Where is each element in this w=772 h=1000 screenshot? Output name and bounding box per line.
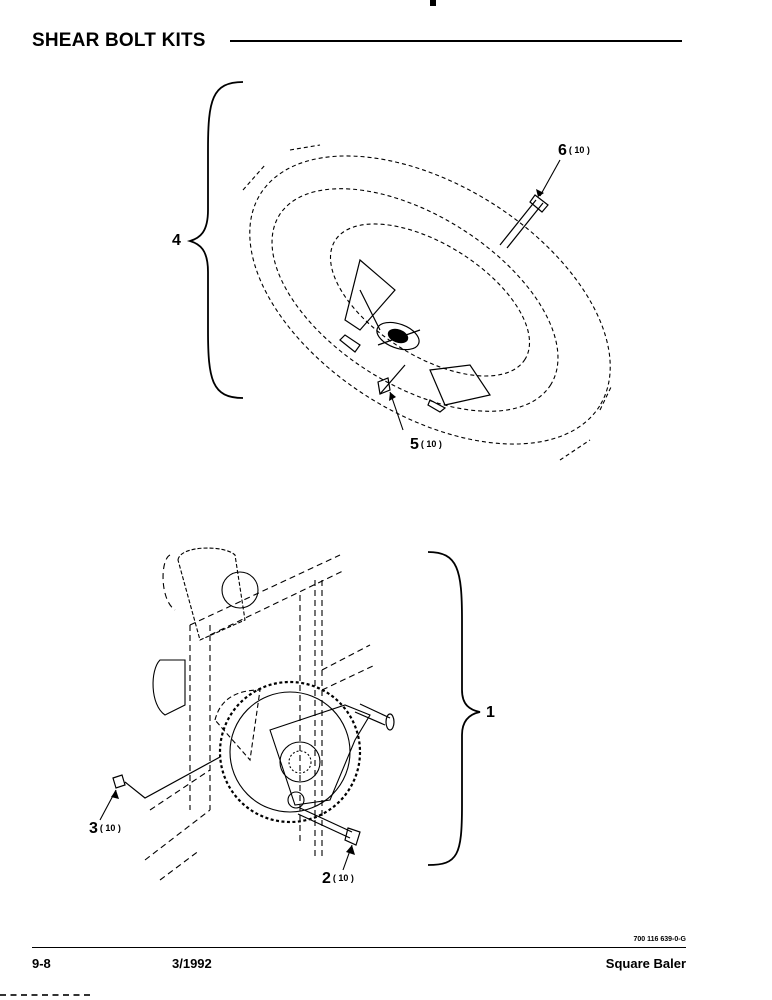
scan-edge-marks [0, 994, 90, 1000]
shear-bolt-item-2 [297, 807, 361, 846]
callout-number: 2 [322, 870, 331, 887]
callout-item-5: 5( 10 ) [410, 436, 442, 454]
callout-item-4: 4 [172, 232, 181, 250]
arm-bolt [354, 703, 395, 731]
flywheel-hub [339, 258, 491, 413]
shear-nut-item-3 [112, 756, 221, 799]
page-title: SHEAR BOLT KITS [32, 30, 206, 51]
brace-item-4 [186, 81, 244, 399]
arrowhead-item-5 [389, 392, 396, 401]
arrowhead-item-6 [536, 189, 544, 197]
baler-frame [144, 554, 376, 881]
arrowhead-item-3 [111, 790, 119, 799]
document-number: 700 116 639-0-G [633, 936, 686, 943]
revision-date: 3/1992 [172, 956, 212, 971]
top-edge-mark [430, 0, 436, 6]
shear-bolt-item-6 [499, 194, 549, 249]
sprocket-illustration [214, 680, 371, 824]
title-rule [230, 40, 682, 42]
brace-item-1 [427, 551, 481, 866]
arrowhead-item-2 [346, 845, 355, 855]
callout-item-2: 2( 10 ) [322, 870, 354, 888]
bearing-housing [152, 547, 259, 716]
callout-quantity: ( 10 ) [99, 823, 121, 833]
callout-quantity: ( 10 ) [332, 873, 354, 883]
product-name: Square Baler [605, 956, 686, 971]
shear-nut-item-5 [377, 364, 406, 395]
callout-number: 6 [558, 142, 567, 159]
callout-item-6: 6( 10 ) [558, 142, 590, 160]
callout-number: 4 [172, 232, 181, 249]
page-number: 9-8 [32, 956, 51, 971]
callout-number: 3 [89, 820, 98, 837]
callout-quantity: ( 10 ) [568, 145, 590, 155]
callout-number: 5 [410, 436, 419, 453]
callout-item-1: 1 [486, 704, 495, 722]
leader-item-6 [539, 159, 561, 197]
callout-number: 1 [486, 704, 495, 721]
callout-item-3: 3( 10 ) [89, 820, 121, 838]
callout-quantity: ( 10 ) [420, 439, 442, 449]
flywheel-illustration [242, 144, 613, 461]
footer-rule [32, 947, 686, 948]
